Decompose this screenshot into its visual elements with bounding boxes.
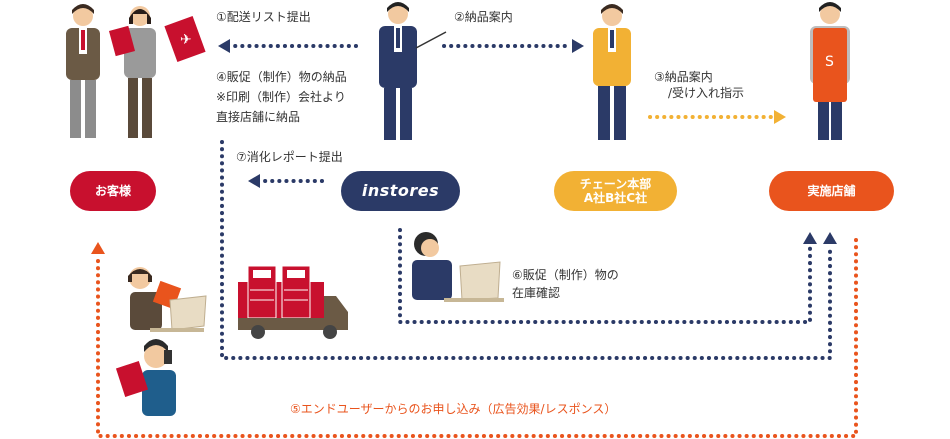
step6-label-line2: 在庫確認 (512, 286, 561, 300)
step7-label: ⑦消化レポート提出 (236, 150, 343, 164)
node-chain-hq: チェーン本部 A社B社C社 (554, 171, 677, 211)
step1-label: ①配送リスト提出 (216, 10, 311, 24)
node-chain-hq-label: チェーン本部 A社B社C社 (579, 177, 652, 205)
step3-label-line2: /受け入れ指示 (668, 86, 745, 100)
customer-woman-figure: ✈ (108, 6, 206, 138)
node-store-label: 実施店舗 (807, 184, 856, 198)
apron-letter: S (825, 54, 834, 70)
arrow-step6 (398, 228, 812, 324)
end-user-phone-figure (115, 339, 176, 416)
node-instores: instores (341, 171, 460, 211)
node-customer-label: お客様 (94, 184, 131, 198)
node-customer: お客様 (70, 171, 156, 211)
store-clerk-figure: S (810, 2, 850, 140)
step4-label-line1: ④販促（制作）物の納品 (216, 70, 347, 84)
instores-logo: instores (361, 181, 440, 200)
step3-label-line1: ③納品案内 (654, 70, 713, 84)
arrow-step4 (220, 140, 832, 360)
arrow-step5 (96, 238, 858, 438)
node-store: 実施店舗 (769, 171, 894, 211)
step2-label: ②納品案内 (454, 10, 513, 24)
operator-laptop-figure (412, 232, 504, 302)
step6-label-line1: ⑥販促（制作）物の (512, 268, 619, 282)
end-user-laptop-figure (128, 267, 207, 332)
svg-text:✈: ✈ (180, 32, 192, 48)
step4-label-line2: ※印刷（制作）会社より (216, 90, 346, 104)
delivery-truck-icon (238, 265, 348, 339)
step4-label-line3: 直接店舗に納品 (216, 110, 301, 124)
customer-man-figure (66, 4, 100, 138)
step5-label: ⑤エンドユーザーからのお申し込み（広告効果/レスポンス） (290, 402, 617, 416)
chain-hq-figure (593, 4, 631, 140)
instores-staff-figure (379, 2, 447, 140)
